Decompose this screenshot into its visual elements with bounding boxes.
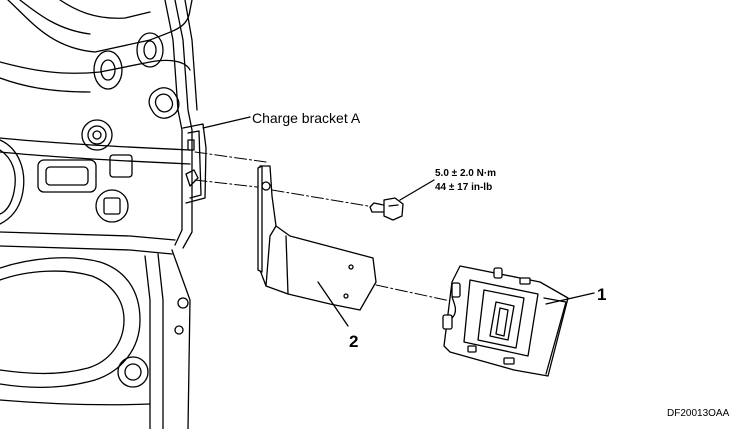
torque-spec: 5.0 ± 2.0 N·m 44 ± 17 in-lb (435, 167, 496, 195)
bracket-part-2 (257, 165, 377, 311)
charge-bracket-label: Charge bracket A (252, 110, 361, 126)
module-part-1 (442, 265, 569, 377)
leader-torque (399, 179, 435, 201)
torque-metric: 5.0 ± 2.0 N·m (435, 168, 497, 179)
body-structure (0, 0, 207, 429)
leader-charge-bracket (202, 116, 251, 129)
torque-imperial: 44 ± 17 in-lb (435, 182, 493, 193)
bolt (369, 197, 404, 221)
figure-code: DF20013OAA (667, 408, 730, 419)
leader-part-2 (317, 281, 349, 327)
part-1-callout: 1 (597, 285, 607, 304)
leader-part-1 (545, 292, 595, 305)
part-2-callout: 2 (349, 332, 359, 351)
alignment-lines (194, 151, 456, 303)
